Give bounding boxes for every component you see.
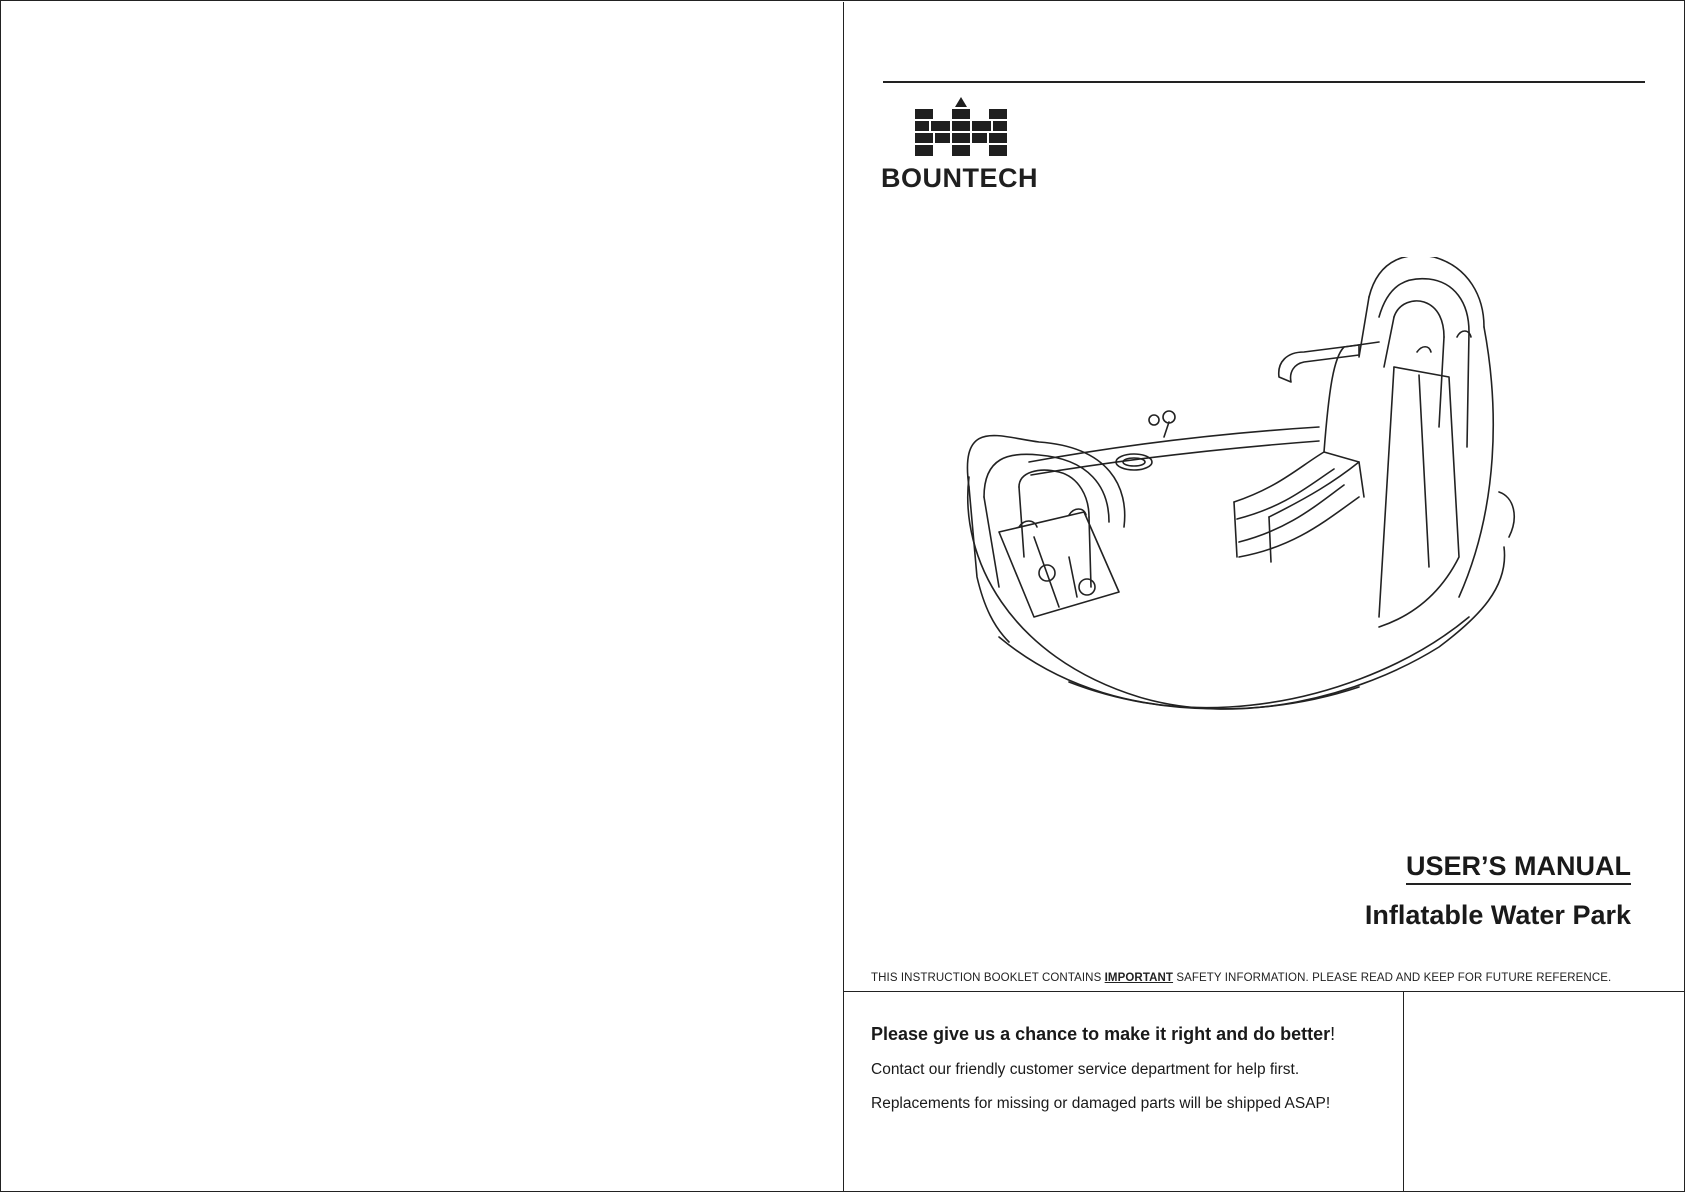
product-name: Inflatable Water Park <box>1364 900 1631 930</box>
support-heading-text: Please give us a chance to make it right… <box>871 1024 1331 1044</box>
brand-logo: BOUNTECH <box>881 97 1051 197</box>
safety-note-text-start: THIS INSTRUCTION BOOKLET CONTAINS <box>871 972 1105 984</box>
safety-note-important: IMPORTANT <box>1104 972 1174 984</box>
support-line-contact: Contact our friendly customer service de… <box>871 1061 1300 1078</box>
spine-divider <box>843 2 844 1192</box>
brand-wordmark: BOUNTECH <box>881 163 1038 193</box>
support-heading: Please give us a chance to make it right… <box>871 1024 1391 1045</box>
safety-note-text-end: SAFETY INFORMATION. PLEASE READ AND KEEP… <box>1173 972 1612 984</box>
manual-title: USER’S MANUAL <box>1405 850 1631 885</box>
support-box-divider <box>1403 992 1404 1192</box>
safety-notice: THIS INSTRUCTION BOOKLET CONTAINS IMPORT… <box>871 972 1611 984</box>
support-heading-end: ! <box>1330 1024 1336 1044</box>
inflatable-water-park-icon <box>966 257 1515 710</box>
front-cover-page: BOUNTECH <box>844 2 1685 1192</box>
castle-logo-icon <box>915 97 1007 156</box>
back-cover-page <box>2 2 843 1192</box>
bottom-rule <box>844 991 1685 992</box>
top-rule <box>883 81 1645 83</box>
cover-title-block: USER’S MANUAL Inflatable Water Park <box>1365 850 1631 931</box>
support-line-replacements: Replacements for missing or damaged part… <box>871 1095 1331 1112</box>
customer-support-block: Please give us a chance to make it right… <box>871 1024 1391 1113</box>
